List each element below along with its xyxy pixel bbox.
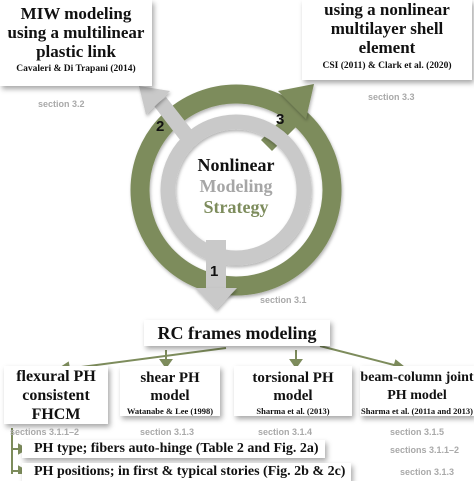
torsional-line-2: model — [273, 388, 313, 404]
inner-ring — [160, 114, 312, 266]
outer-ring — [130, 84, 342, 296]
flexural-line-2: consistent — [22, 387, 90, 404]
center-line-nonlinear: Nonlinear — [197, 155, 275, 175]
center-title: Nonlinear Modeling Strategy — [170, 155, 302, 218]
down-arrow-shaft — [206, 240, 226, 290]
olive-arrow-head — [278, 84, 314, 119]
bottom-item-ph-positions: PH positions; in first & typical stories… — [22, 463, 352, 481]
rc-frames-box: RC frames modeling — [144, 320, 330, 346]
shear-line-2: model — [150, 388, 190, 404]
flexural-line-1: flexural PH — [16, 368, 96, 385]
shell-citation: CSI (2011) & Clark et al. (2020) — [322, 61, 452, 71]
miw-line-2: using a multilinear — [7, 23, 145, 42]
section-3-1-5-label: section 3.1.5 — [390, 427, 445, 437]
rc-frames-label: RC frames modeling — [157, 323, 317, 343]
section-3-3-label: section 3.3 — [368, 92, 415, 102]
shear-line-1: shear PH — [140, 370, 200, 386]
arrow-number-3: 3 — [276, 111, 284, 128]
connector-shear-head — [159, 359, 173, 369]
section-3-1-3-label: section 3.1.3 — [140, 427, 195, 437]
shear-ph-box: shear PH model Watanabe & Lee (1998) — [120, 366, 220, 416]
down-arrow-head — [195, 288, 237, 310]
torsional-citation: Sharma et al. (2013) — [256, 406, 330, 416]
connector-flexural — [65, 347, 227, 370]
bottom-item-ph-type: PH type; fibers auto-hinge (Table 2 and … — [22, 440, 325, 458]
joint-citation: Sharma et al. (2011a and 2013) — [361, 406, 473, 416]
section-3-1-label: section 3.1 — [260, 295, 307, 305]
torsional-ph-box: torsional PH model Sharma et al. (2013) — [234, 366, 352, 416]
joint-line-1: beam-column joint — [360, 370, 474, 385]
torsional-line-1: torsional PH — [252, 370, 334, 386]
section-3-1-1-3-label: section 3.1.3 — [400, 467, 455, 477]
connector-torsional-head — [289, 359, 303, 369]
bottom-item-ph-positions-label: PH positions; in first & typical stories… — [34, 464, 346, 479]
shell-line-1: using a nonlinear — [324, 0, 450, 19]
section-3-1-1-2-right-label: sections 3.1.1–2 — [390, 445, 460, 455]
flexural-ph-box: flexural PH consistent FHCM — [4, 366, 108, 424]
arrow-number-2: 2 — [156, 118, 164, 135]
shell-line-3: element — [358, 38, 416, 57]
miw-citation: Cavaleri & Di Trapani (2014) — [16, 64, 136, 74]
center-line-modeling: Modeling — [199, 176, 273, 196]
bottom-item-ph-type-label: PH type; fibers auto-hinge (Table 2 and … — [34, 441, 319, 456]
section-3-1-1-2-label: sections 3.1.1–2 — [10, 427, 80, 437]
section-3-1-4-label: section 3.1.4 — [258, 427, 313, 437]
gray-arrow — [154, 97, 199, 149]
gray-arrow-head — [139, 86, 170, 115]
miw-modeling-box: MIW modeling using a multilinear plastic… — [0, 0, 152, 86]
connector-joint — [319, 345, 399, 367]
shell-line-2: multilayer shell — [330, 19, 444, 38]
miw-line-1: MIW modeling — [20, 4, 132, 23]
section-3-2-label: section 3.2 — [38, 99, 85, 109]
arrow-number-1: 1 — [210, 263, 218, 280]
shell-element-box: using a nonlinear multilayer shell eleme… — [302, 0, 472, 80]
center-line-strategy: Strategy — [203, 197, 269, 217]
beam-column-joint-box: beam-column joint PH model Sharma et al.… — [360, 366, 474, 416]
joint-line-2: PH model — [387, 388, 447, 403]
miw-line-3: plastic link — [36, 42, 116, 61]
shear-citation: Watanabe & Lee (1998) — [126, 406, 214, 416]
flexural-line-3: FHCM — [31, 406, 81, 423]
